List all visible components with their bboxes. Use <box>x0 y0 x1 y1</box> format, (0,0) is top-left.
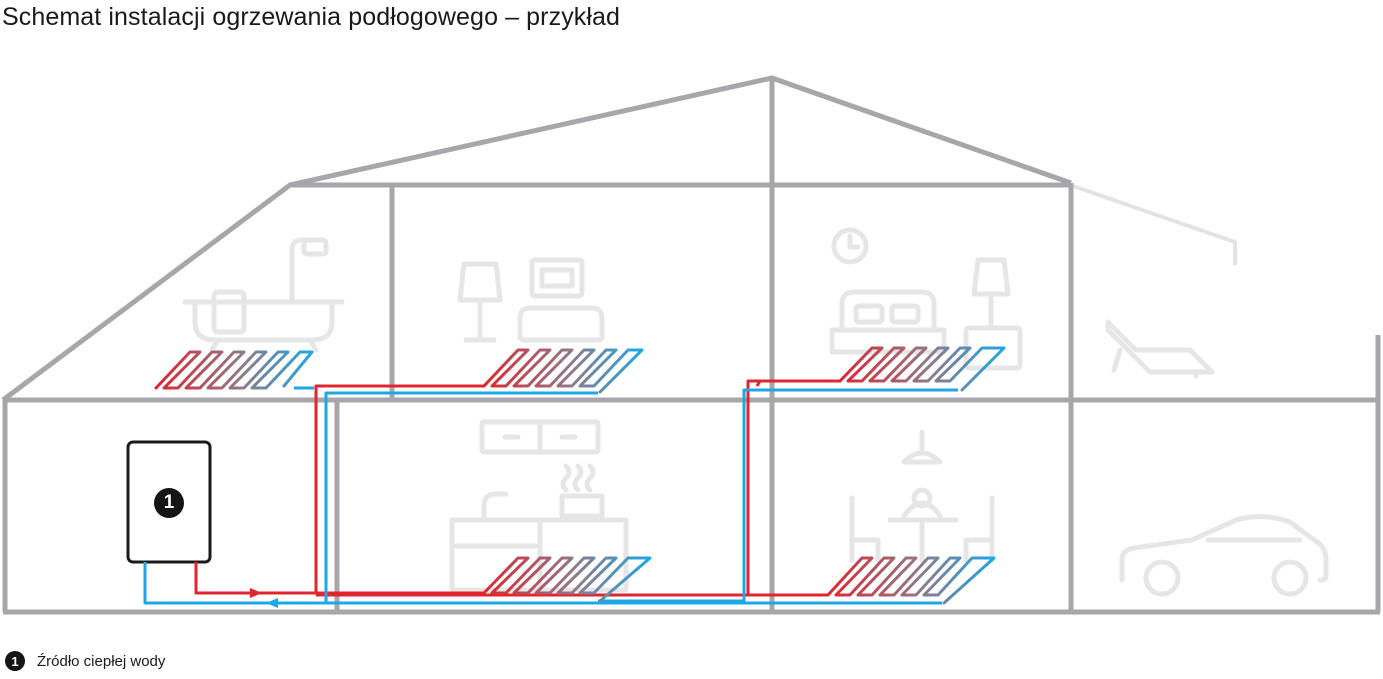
tv-icon <box>529 257 585 299</box>
kitchen-counter-icon <box>449 517 629 593</box>
coil-bathroom <box>154 350 314 390</box>
house-walls <box>1 75 1381 615</box>
bathtub-icon <box>182 237 345 353</box>
cabinet-icon <box>479 419 601 455</box>
legend-badge: 1 <box>5 651 25 671</box>
coil-bedroom <box>838 346 1006 392</box>
legend-label: Źródło ciepłej wody <box>37 652 166 670</box>
clock-icon <box>831 227 869 265</box>
return-arrow-icon <box>266 598 278 608</box>
faucet-icon <box>481 491 509 521</box>
chair-right-icon <box>963 495 995 563</box>
bed-icon <box>829 289 947 355</box>
car-icon <box>1119 514 1329 597</box>
supply-arrow-icon <box>250 588 262 598</box>
flow-arrows <box>250 588 278 608</box>
dining-table-icon <box>887 487 959 563</box>
legend: 1 Źródło ciepłej wody <box>5 650 165 672</box>
return-pipes <box>143 386 958 605</box>
heating-coils <box>154 346 1006 605</box>
coil-dining-room <box>826 556 996 605</box>
source-number-badge: 1 <box>154 488 184 518</box>
supply-pipes <box>194 379 840 597</box>
chair-left-icon <box>849 495 881 563</box>
sunbed-icon <box>1105 319 1215 379</box>
sofa-icon <box>517 305 605 343</box>
pendant-lamp-icon <box>901 429 943 465</box>
room-icons <box>182 227 1329 597</box>
garage-roof <box>1069 183 1237 265</box>
page-title: Schemat instalacji ogrzewania podłogoweg… <box>2 3 621 31</box>
coil-living-room <box>482 348 644 394</box>
pot-icon <box>559 493 605 519</box>
coil-kitchen <box>482 556 652 603</box>
steam-icon <box>560 463 596 493</box>
floor-lamp-icon <box>457 261 503 343</box>
bedside-lamp-icon <box>963 257 1023 371</box>
